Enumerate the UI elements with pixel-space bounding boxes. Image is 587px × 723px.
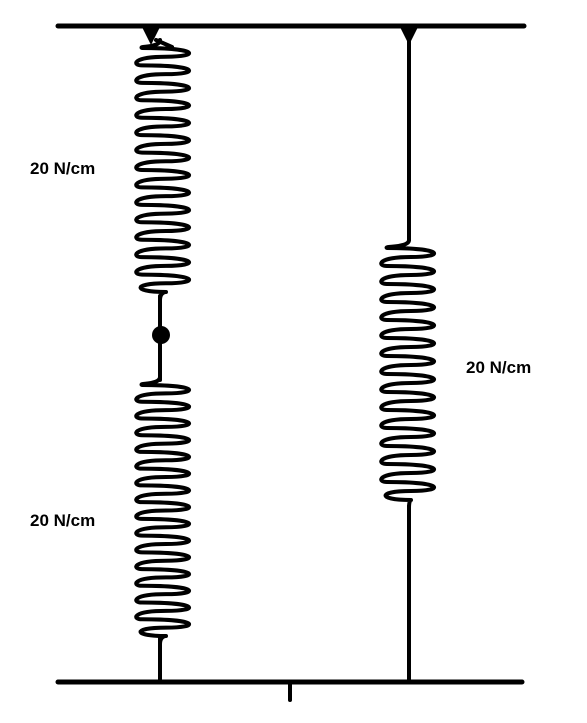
left-upper-spring-coil	[134, 38, 192, 302]
right-anchor-icon	[400, 27, 418, 45]
left-upper-spring-label: 20 N/cm	[30, 159, 95, 178]
right-spring-label: 20 N/cm	[466, 358, 531, 377]
left-anchor-icon	[142, 27, 160, 45]
left-lower-spring-label: 20 N/cm	[30, 511, 95, 530]
joint-node	[152, 326, 170, 344]
left-lower-spring-coil	[134, 375, 192, 646]
right-spring-coil	[379, 238, 437, 510]
